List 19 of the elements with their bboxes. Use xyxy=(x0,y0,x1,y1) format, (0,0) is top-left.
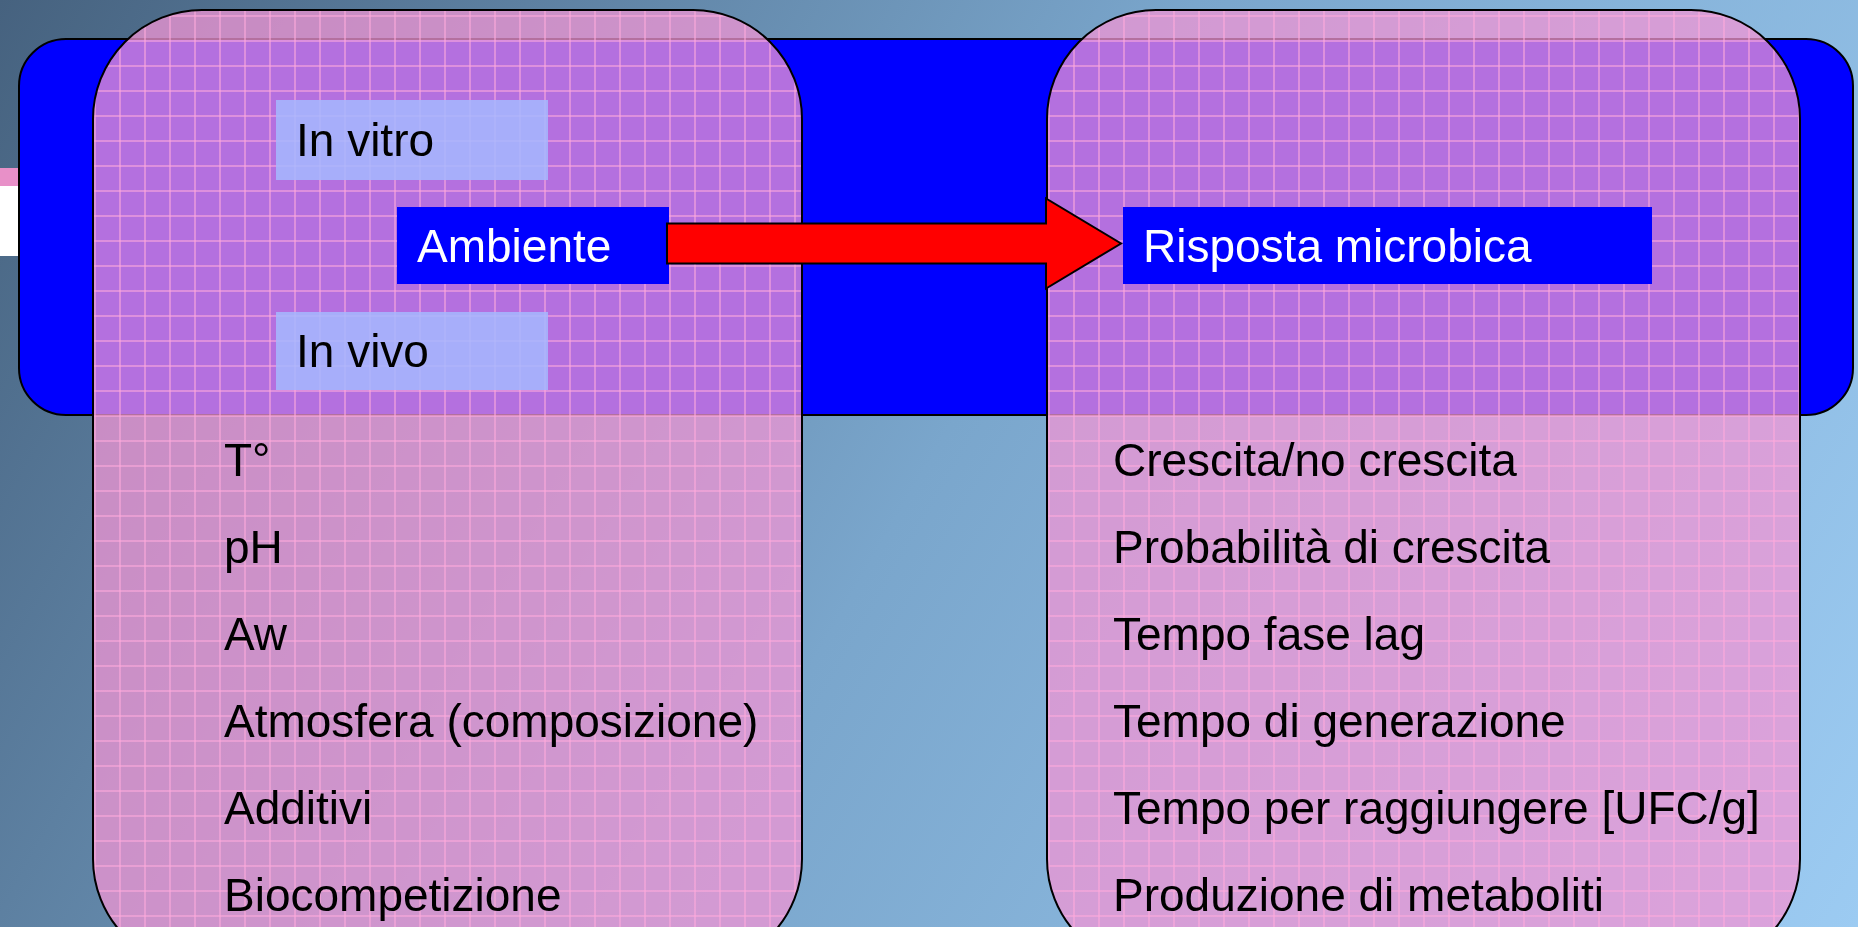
text-box: Ambiente xyxy=(397,207,669,284)
list-item: Probabilità di crescita xyxy=(1113,520,1551,575)
text-box: In vitro xyxy=(276,100,548,180)
block-arrow xyxy=(666,196,1123,291)
rounded-card xyxy=(1046,9,1801,927)
list-item: Atmosfera (composizione) xyxy=(224,694,759,749)
list-item: pH xyxy=(224,520,283,575)
list-item: Tempo di generazione xyxy=(1113,694,1566,749)
list-item: Tempo fase lag xyxy=(1113,607,1425,662)
list-item: Tempo per raggiungere [UFC/g] xyxy=(1113,781,1760,836)
text-box: In vivo xyxy=(276,312,548,390)
text-box: Risposta microbica xyxy=(1123,207,1652,284)
list-item: Aw xyxy=(224,607,288,662)
list-item: Biocompetizione xyxy=(224,868,562,923)
list-item: T° xyxy=(224,433,271,488)
list-item: Crescita/no crescita xyxy=(1113,433,1517,488)
list-item: Additivi xyxy=(224,781,373,836)
rounded-card xyxy=(92,9,803,927)
list-item: Produzione di metaboliti xyxy=(1113,868,1604,923)
